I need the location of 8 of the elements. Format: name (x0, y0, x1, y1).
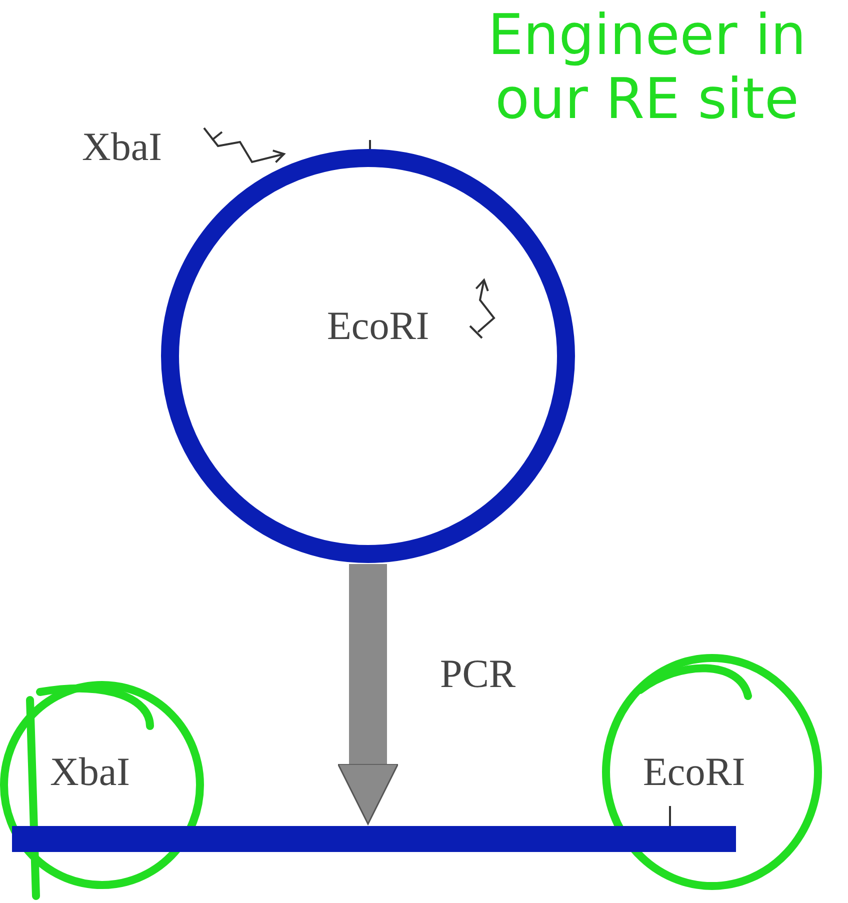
site-label: XbaI (50, 752, 130, 792)
site-label: EcoRI (643, 752, 746, 792)
handwritten-note: Engineer in our RE site (486, 4, 808, 133)
block-arrow (337, 564, 399, 825)
plasmid-circle (160, 148, 576, 564)
site-label: EcoRI (327, 306, 430, 346)
site-label: XbaI (82, 127, 162, 167)
linear-dna-bar (12, 826, 736, 852)
